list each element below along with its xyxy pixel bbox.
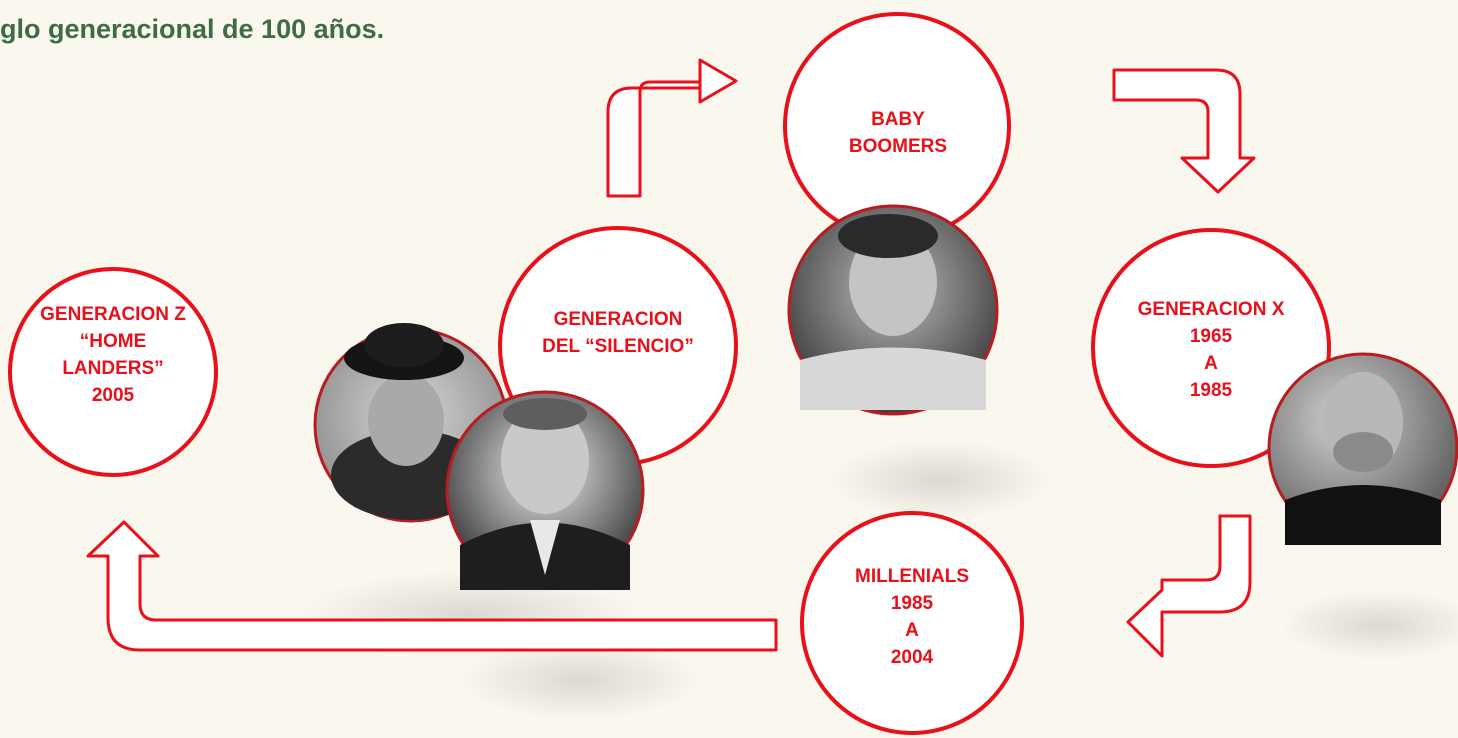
label-baby-boomers: BABY BOOMERS [840,106,956,160]
label-line: MILLENIALS [855,566,969,587]
ground-shadow [830,440,1050,520]
label-line: 1985 [890,593,934,614]
ground-shadow [1280,590,1458,660]
portrait-man-in-black-turtleneck [1267,352,1458,545]
label-millenials: MILLENIALS 1985 A 2004 [850,563,974,671]
ground-shadow [460,640,700,720]
label-line: DEL “SILENCIO” [542,336,694,357]
label-line: LANDERS” [62,358,164,379]
portrait-man-in-suit [445,390,645,590]
bent-arrow-up-right-icon [606,58,738,198]
label-line: 2004 [890,647,934,668]
bent-arrow-down-left-icon [1126,514,1252,658]
circle-generacion-x [1091,228,1331,468]
bent-arrow-right-down-icon [1112,68,1256,194]
label-generacion-silencio: GENERACION DEL “SILENCIO” [524,306,712,360]
label-generacion-z: GENERACION Z “HOME LANDERS” 2005 [34,301,192,409]
label-line: “HOME [79,331,147,352]
label-line: GENERACION X [1137,299,1285,320]
label-line: BABY [871,109,925,130]
label-line: 2005 [91,385,135,406]
label-line: 1965 [1189,326,1233,347]
bent-arrow-left-up-icon [86,520,778,652]
label-generacion-x: GENERACION X 1965 A 1985 [1134,296,1288,404]
page-title: glo generacional de 100 años. [0,14,385,44]
arrow-boomers-to-x [1112,68,1256,194]
label-line: GENERACION Z [40,304,186,325]
circle-millenials [800,511,1024,735]
arrow-millenials-to-z [86,520,778,652]
arrow-silencio-to-boomers [606,58,738,198]
label-line: GENERACION [553,309,683,330]
label-line: A [905,620,919,641]
label-line: 1985 [1189,380,1233,401]
circle-generacion-z [8,267,218,477]
portrait-young-man-in-uniform [787,204,999,416]
arrow-x-to-millenials [1126,514,1252,658]
label-line: BOOMERS [848,136,948,157]
label-line: A [1204,353,1218,374]
